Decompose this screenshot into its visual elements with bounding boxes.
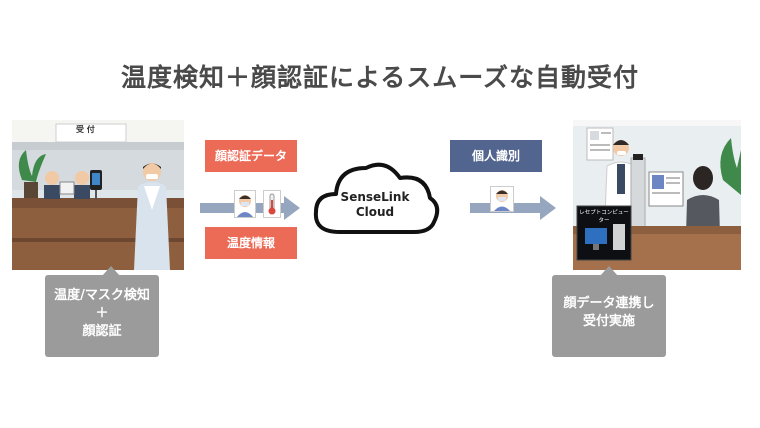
cloud-label: SenseLink Cloud (306, 190, 444, 220)
receipt-computer-label: レセプトコンピューター (579, 210, 629, 224)
face-icon (234, 190, 256, 218)
reception-callout: 顔データ連携し 受付実施 (552, 275, 666, 357)
cloud-label-line1: SenseLink (340, 190, 410, 204)
cloud-icon (306, 152, 444, 244)
callout-line: ＋ (95, 306, 109, 321)
detection-callout: 温度/マスク検知 ＋ 顔認証 (45, 275, 159, 357)
face-data-label: 顔認証データ (205, 140, 297, 172)
face-icon (490, 186, 514, 212)
thermometer-icon (263, 190, 281, 218)
callout-pointer (600, 266, 618, 276)
reception-sign: 受 付 (76, 125, 95, 134)
reception-desk-illustration (12, 120, 184, 270)
page-title: 温度検知＋顔認証によるスムーズな自動受付 (120, 63, 639, 92)
callout-line: 温度/マスク検知 (54, 288, 150, 303)
callout-line: 顔認証 (82, 324, 122, 339)
reception-counter-illustration (573, 120, 741, 270)
cloud-label-line2: Cloud (355, 205, 395, 219)
callout-line: 顔データ連携し (563, 296, 655, 311)
callout-line: 受付実施 (582, 314, 635, 329)
personal-id-label: 個人識別 (450, 140, 542, 172)
callout-pointer (102, 266, 120, 276)
temperature-info-label: 温度情報 (205, 227, 297, 259)
arrow-to-cloud-head (284, 196, 300, 220)
arrow-to-reception-head (540, 196, 556, 220)
